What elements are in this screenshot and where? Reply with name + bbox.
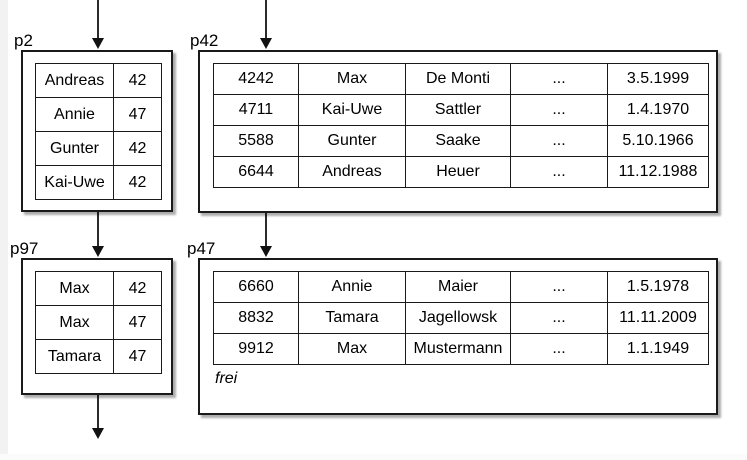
cell-more: ... bbox=[510, 333, 608, 365]
page-block-p42[interactable]: 4242 Max De Monti ... 3.5.1999 4711 Kai-… bbox=[198, 50, 718, 213]
cell-id: 5588 bbox=[213, 125, 299, 157]
cell-more: ... bbox=[510, 94, 608, 126]
cell-firstname: Max bbox=[298, 63, 406, 95]
cell-lastname: Jagellowsk bbox=[405, 302, 511, 334]
cell-lastname: De Monti bbox=[405, 63, 511, 95]
record-table-p47: 6660 Annie Maier ... 1.5.1978 8832 Tamar… bbox=[213, 271, 709, 365]
page-block-p47[interactable]: 6660 Annie Maier ... 1.5.1978 8832 Tamar… bbox=[198, 258, 718, 415]
page-block-p97[interactable]: Max 42 Max 47 Tamara 47 bbox=[21, 258, 173, 395]
table-row[interactable]: Tamara 47 bbox=[35, 339, 162, 374]
free-space-label: frei bbox=[215, 370, 238, 387]
table-row[interactable]: Max 42 bbox=[35, 271, 162, 306]
table-row[interactable]: Annie 47 bbox=[35, 97, 162, 132]
table-row[interactable]: 6660 Annie Maier ... 1.5.1978 bbox=[213, 271, 709, 303]
cell-lastname: Mustermann bbox=[405, 333, 511, 365]
cell-id: 4242 bbox=[213, 63, 299, 95]
cell-firstname: Tamara bbox=[298, 302, 406, 334]
cell-key: Max bbox=[35, 271, 114, 306]
cell-key: Annie bbox=[35, 97, 114, 132]
cell-date: 11.12.1988 bbox=[607, 156, 709, 188]
scan-edge-strip-left bbox=[0, 0, 8, 460]
cell-firstname: Annie bbox=[298, 271, 406, 303]
cell-pointer: 42 bbox=[113, 271, 162, 306]
cell-more: ... bbox=[510, 63, 608, 95]
cell-key: Kai-Uwe bbox=[35, 165, 114, 200]
page-label-p42: p42 bbox=[190, 31, 219, 50]
cell-firstname: Andreas bbox=[298, 156, 406, 188]
cell-date: 5.10.1966 bbox=[607, 125, 709, 157]
cell-date: 3.5.1999 bbox=[607, 63, 709, 95]
cell-pointer: 47 bbox=[113, 339, 162, 374]
cell-key: Max bbox=[35, 305, 114, 340]
page-label-p97: p97 bbox=[10, 239, 39, 258]
table-row[interactable]: Andreas 42 bbox=[35, 63, 162, 98]
cell-more: ... bbox=[510, 156, 608, 188]
cell-firstname: Max bbox=[298, 333, 406, 365]
cell-key: Tamara bbox=[35, 339, 114, 374]
table-row[interactable]: 5588 Gunter Saake ... 5.10.1966 bbox=[213, 125, 709, 157]
page-block-p2[interactable]: Andreas 42 Annie 47 Gunter 42 Kai-Uwe 42 bbox=[21, 50, 173, 212]
cell-firstname: Kai-Uwe bbox=[298, 94, 406, 126]
table-row[interactable]: 6644 Andreas Heuer ... 11.12.1988 bbox=[213, 156, 709, 188]
table-row[interactable]: Max 47 bbox=[35, 305, 162, 340]
cell-lastname: Maier bbox=[405, 271, 511, 303]
cell-lastname: Sattler bbox=[405, 94, 511, 126]
cell-pointer: 47 bbox=[113, 305, 162, 340]
cell-id: 6644 bbox=[213, 156, 299, 188]
cell-pointer: 47 bbox=[113, 97, 162, 132]
cell-more: ... bbox=[510, 302, 608, 334]
table-row[interactable]: Kai-Uwe 42 bbox=[35, 165, 162, 200]
table-row[interactable]: 8832 Tamara Jagellowsk ... 11.11.2009 bbox=[213, 302, 709, 334]
cell-key: Gunter bbox=[35, 131, 114, 166]
cell-date: 1.4.1970 bbox=[607, 94, 709, 126]
cell-date: 1.5.1978 bbox=[607, 271, 709, 303]
cell-more: ... bbox=[510, 125, 608, 157]
cell-id: 9912 bbox=[213, 333, 299, 365]
page-label-p2: p2 bbox=[14, 31, 33, 50]
cell-more: ... bbox=[510, 271, 608, 303]
record-table-p42: 4242 Max De Monti ... 3.5.1999 4711 Kai-… bbox=[213, 63, 709, 188]
page-label-p47: p47 bbox=[187, 239, 216, 258]
table-row[interactable]: 9912 Max Mustermann ... 1.1.1949 bbox=[213, 333, 709, 365]
cell-firstname: Gunter bbox=[298, 125, 406, 157]
cell-id: 4711 bbox=[213, 94, 299, 126]
record-table-p97: Max 42 Max 47 Tamara 47 bbox=[35, 271, 162, 374]
cell-id: 6660 bbox=[213, 271, 299, 303]
cell-date: 1.1.1949 bbox=[607, 333, 709, 365]
table-row[interactable]: 4711 Kai-Uwe Sattler ... 1.4.1970 bbox=[213, 94, 709, 126]
table-row[interactable]: 4242 Max De Monti ... 3.5.1999 bbox=[213, 63, 709, 95]
cell-pointer: 42 bbox=[113, 165, 162, 200]
cell-date: 11.11.2009 bbox=[607, 302, 709, 334]
cell-key: Andreas bbox=[35, 63, 114, 98]
cell-lastname: Heuer bbox=[405, 156, 511, 188]
table-row[interactable]: Gunter 42 bbox=[35, 131, 162, 166]
record-table-p2: Andreas 42 Annie 47 Gunter 42 Kai-Uwe 42 bbox=[35, 63, 162, 200]
cell-lastname: Saake bbox=[405, 125, 511, 157]
cell-pointer: 42 bbox=[113, 131, 162, 166]
scan-edge-strip-bottom bbox=[0, 454, 747, 460]
cell-id: 8832 bbox=[213, 302, 299, 334]
cell-pointer: 42 bbox=[113, 63, 162, 98]
